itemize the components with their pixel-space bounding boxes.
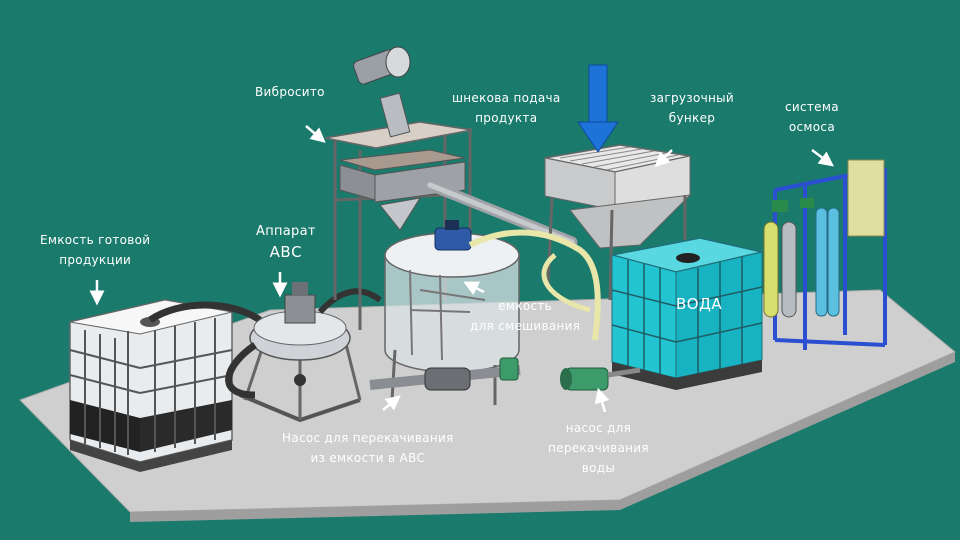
arrow-vibrosito bbox=[305, 125, 326, 143]
label-water: вода bbox=[676, 295, 723, 313]
label-bunker: загрузочный бункер bbox=[650, 91, 734, 125]
label-pump-water: насос для перекачивания воды bbox=[548, 421, 649, 475]
label-product-tank: Емкость готовой продукции bbox=[40, 233, 151, 267]
screw-conveyor bbox=[424, 179, 578, 248]
abs-apparatus bbox=[225, 282, 382, 423]
osmosis-system bbox=[763, 159, 887, 350]
label-vibrosito: Вибросито bbox=[255, 85, 325, 99]
feed-arrow bbox=[577, 64, 619, 153]
arrow-osmosis bbox=[811, 149, 834, 167]
mixing-tank bbox=[384, 220, 601, 405]
arrow-mixing bbox=[463, 281, 485, 296]
water-tank bbox=[611, 237, 763, 390]
label-abs: Аппарат АВС bbox=[256, 224, 316, 261]
product-tank bbox=[69, 299, 262, 472]
label-pump-abs: Насос для перекачивания из емкости в АВС bbox=[282, 431, 454, 465]
label-mixing-tank: емкость для смешивания bbox=[470, 299, 581, 333]
label-osmosis: система осмоса bbox=[785, 100, 839, 134]
arrow-bunker bbox=[654, 149, 673, 168]
label-auger: шнекова подача продукта bbox=[452, 91, 561, 125]
arrow-pump-abs bbox=[382, 395, 401, 411]
arrow-water-pump bbox=[594, 387, 610, 413]
transfer-pump bbox=[369, 357, 521, 391]
callout-arrows bbox=[89, 125, 834, 413]
water-pump bbox=[560, 367, 641, 391]
